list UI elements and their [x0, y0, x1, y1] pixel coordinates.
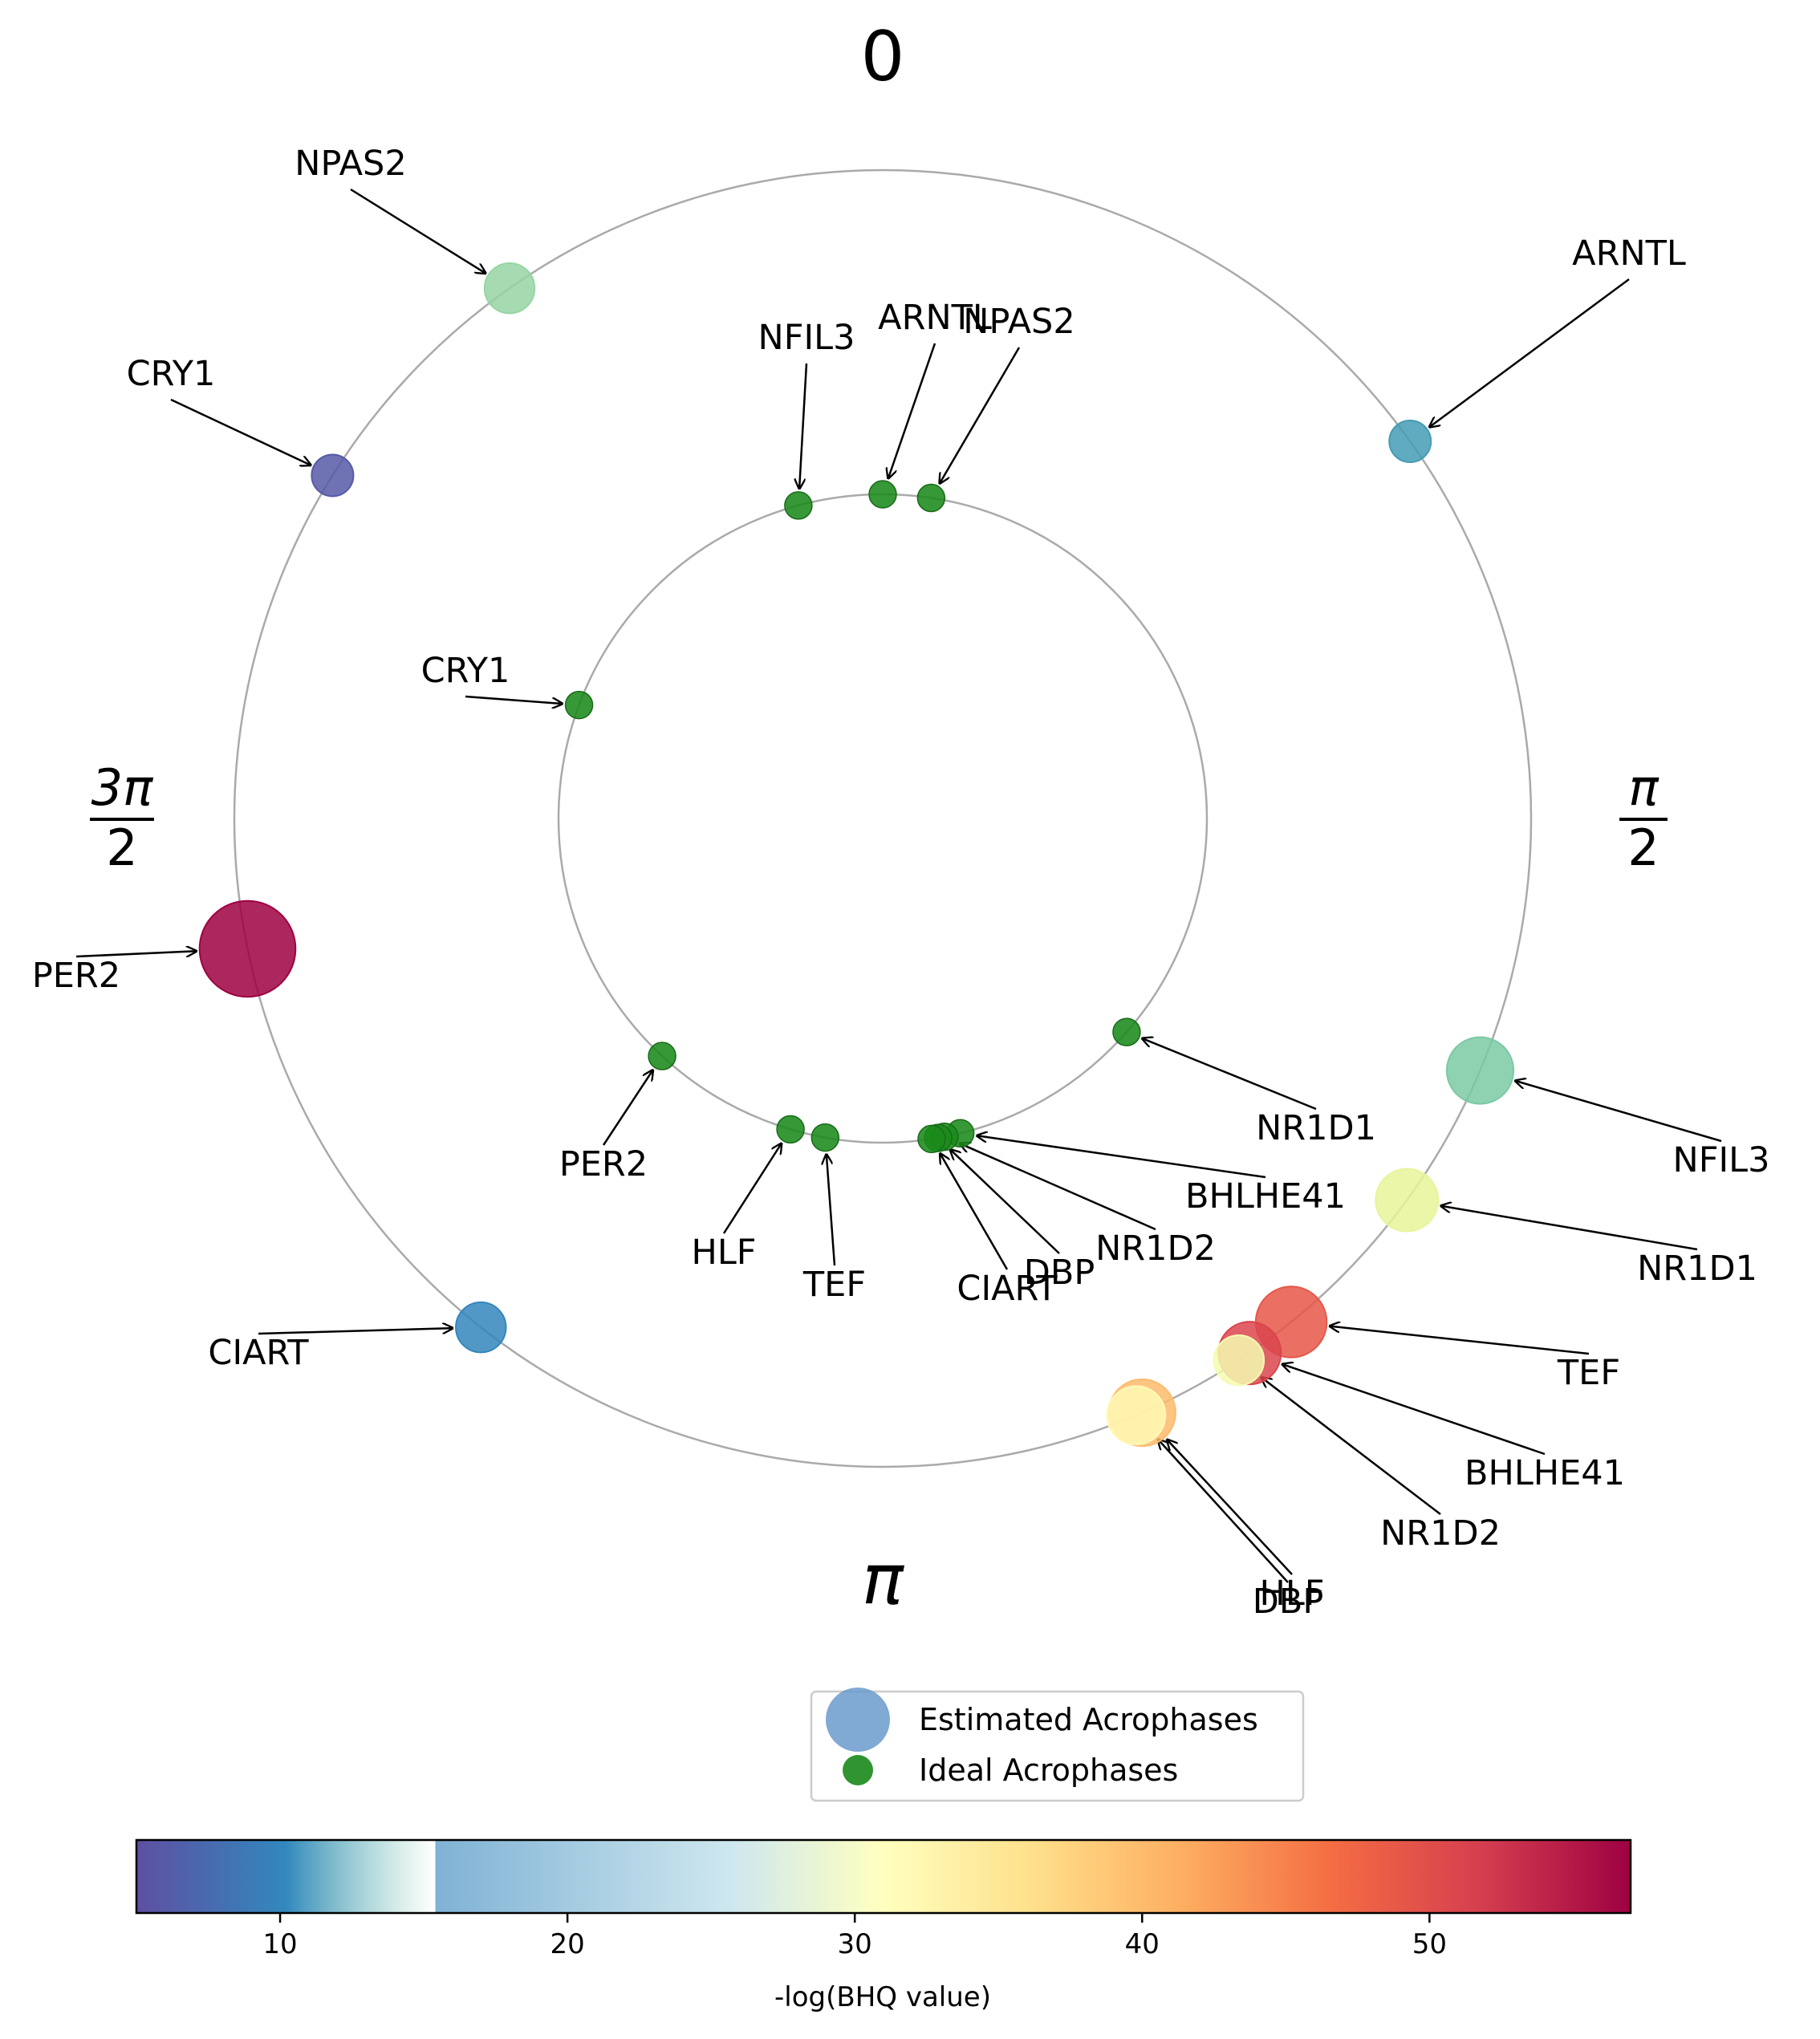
svg-text:2: 2 [1627, 818, 1659, 877]
estimated-arrow-dbp [1158, 1440, 1289, 1583]
ideal-arrow-ciart [940, 1154, 1009, 1270]
ideal-point-arntl [868, 480, 897, 509]
outer-ring [233, 169, 1533, 1468]
estimated-label-nr1d2: NR1D2 [1380, 1513, 1501, 1554]
direction-label-3pi-half: 3π 2 [90, 758, 154, 877]
estimated-label-hlf: HLF [1259, 1574, 1324, 1614]
ideal-acrophase-points [564, 480, 1141, 1154]
estimated-acrophase-points [198, 262, 1515, 1448]
direction-label-0: 0 [861, 17, 905, 97]
direction-label-pi: π [862, 1540, 904, 1620]
svg-text:π: π [1628, 758, 1660, 817]
legend-marker-ideal [843, 1755, 873, 1785]
ideal-label-nfil3: NFIL3 [758, 318, 855, 358]
ideal-label-tef: TEF [802, 1265, 866, 1305]
estimated-label-per2: PER2 [32, 956, 120, 996]
ideal-label-npas2: NPAS2 [963, 302, 1075, 342]
ideal-arrow-nfil3 [799, 363, 808, 489]
ideal-arrow-per2 [602, 1070, 653, 1146]
ideal-point-nfil3 [784, 491, 813, 520]
legend-frame [810, 1690, 1305, 1802]
ideal-point-tef [810, 1123, 840, 1152]
annotation-arrows [75, 188, 1722, 1583]
ideal-point-hlf [776, 1115, 805, 1144]
ideal-arrow-nr1d1 [1142, 1038, 1317, 1111]
ideal-label-arntl: ARNTL [878, 298, 992, 338]
ideal-arrow-nr1d2 [960, 1143, 1156, 1231]
estimated-point-cry1 [311, 453, 355, 498]
svg-text:3π: 3π [91, 758, 154, 817]
estimated-point-npas2 [483, 262, 536, 315]
direction-labels: 0 π 2 π 3π 2 [90, 17, 1668, 1620]
estimated-label-tef: TEF [1557, 1353, 1620, 1393]
estimated-arrow-tef [1330, 1326, 1590, 1355]
direction-label-pi-half: π 2 [1619, 758, 1668, 877]
ideal-label-ciart: CIART [957, 1269, 1058, 1309]
svg-text:2: 2 [106, 818, 137, 877]
estimated-point-arntl [1388, 420, 1432, 464]
ideal-label-bhlhe41: BHLHE41 [1185, 1176, 1346, 1216]
colorbar-label: -log(BHQ value) [774, 1981, 991, 2013]
ideal-label-hlf: HLF [691, 1233, 756, 1273]
estimated-arrow-arntl [1429, 278, 1630, 427]
legend: Estimated Acrophases Ideal Acrophases [810, 1688, 1305, 1802]
estimated-arrow-npas2 [350, 188, 485, 274]
estimated-label-cry1: CRY1 [127, 354, 216, 394]
estimated-point-nr1d2 [1213, 1334, 1265, 1387]
colorbar-gradient [135, 1838, 1632, 1915]
estimated-point-nr1d1 [1375, 1168, 1440, 1233]
ideal-arrow-npas2 [940, 347, 1021, 483]
ideal-label-nr1d1: NR1D1 [1256, 1108, 1376, 1148]
ideal-label-dbp: DBP [1024, 1253, 1095, 1293]
estimated-label-arntl: ARNTL [1572, 234, 1686, 274]
estimated-arrow-per2 [75, 951, 197, 958]
estimated-point-nfil3 [1445, 1036, 1515, 1105]
ideal-point-cry1 [564, 690, 594, 720]
estimated-arrow-nr1d1 [1441, 1206, 1698, 1251]
colorbar-tick-label: 10 [262, 1928, 297, 1960]
estimated-label-bhlhe41: BHLHE41 [1465, 1453, 1625, 1493]
estimated-arrow-nr1d2 [1261, 1378, 1441, 1515]
ideal-label-nr1d2: NR1D2 [1095, 1229, 1216, 1269]
ideal-point-ciart [917, 1124, 946, 1154]
legend-label-ideal: Ideal Acrophases [919, 1753, 1178, 1788]
ideal-arrow-cry1 [465, 695, 563, 704]
estimated-point-dbp [1106, 1385, 1167, 1446]
ideal-point-npas2 [916, 483, 946, 513]
ideal-arrow-arntl [888, 343, 936, 478]
estimated-label-ciart: CIART [208, 1333, 309, 1373]
legend-marker-estimated [826, 1688, 890, 1752]
ideal-label-cry1: CRY1 [421, 651, 510, 691]
legend-label-estimated: Estimated Acrophases [919, 1702, 1258, 1737]
colorbar-tick-label: 40 [1125, 1928, 1160, 1960]
estimated-arrow-bhlhe41 [1282, 1364, 1546, 1456]
ideal-arrow-hlf [722, 1143, 782, 1234]
ideal-point-nr1d1 [1112, 1017, 1141, 1046]
estimated-label-nr1d1: NR1D1 [1637, 1249, 1757, 1289]
polar-rings [233, 169, 1533, 1468]
estimated-arrow-ciart [258, 1328, 453, 1335]
colorbar: 10 20 30 40 50 -log(BHQ value) [135, 1838, 1632, 2013]
ideal-arrow-tef [827, 1155, 836, 1266]
estimated-label-dbp: DBP [1253, 1582, 1324, 1622]
estimated-label-npas2: NPAS2 [295, 144, 406, 184]
colorbar-tick-label: 50 [1412, 1928, 1447, 1960]
estimated-arrow-cry1 [170, 398, 311, 465]
ideal-arrow-dbp [950, 1150, 1060, 1254]
ideal-point-per2 [648, 1042, 676, 1070]
estimated-arrow-hlf [1167, 1440, 1293, 1575]
colorbar-ticks: 10 20 30 40 50 [262, 1913, 1447, 1960]
estimated-point-ciart [455, 1301, 507, 1354]
ideal-arrow-bhlhe41 [977, 1135, 1266, 1179]
gene-labels: ARNTLNPAS2NFIL3CRY1NR1D1BHLHE41NR1D2DBPC… [32, 144, 1770, 1622]
colorbar-tick-label: 20 [550, 1928, 584, 1960]
colorbar-tick-label: 30 [838, 1928, 872, 1960]
estimated-label-nfil3: NFIL3 [1673, 1140, 1770, 1180]
estimated-point-per2 [198, 900, 297, 998]
estimated-arrow-nfil3 [1515, 1081, 1722, 1143]
ideal-label-per2: PER2 [559, 1144, 648, 1184]
